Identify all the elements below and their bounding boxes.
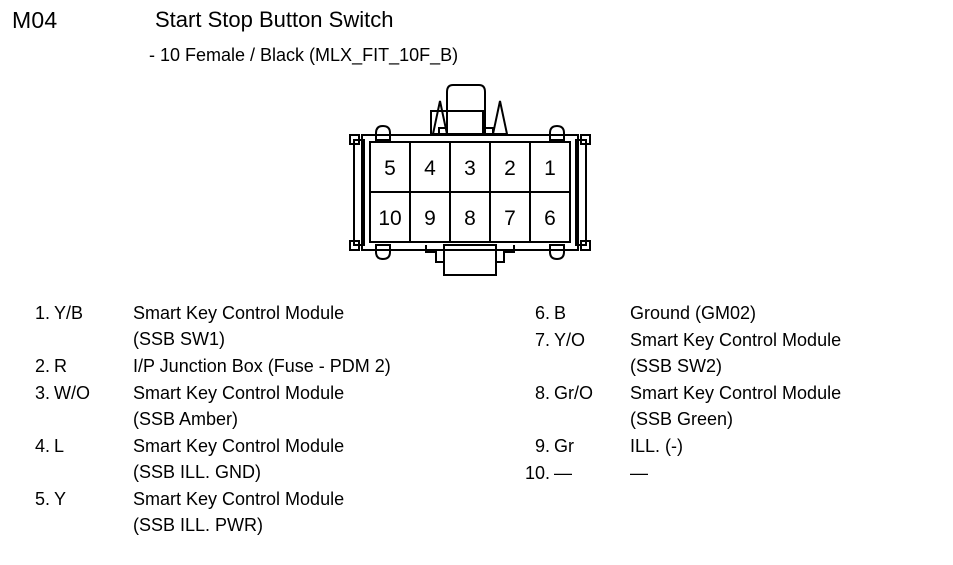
pin-description-cont: (SSB SW2) xyxy=(630,356,723,376)
pin-wire-color: Y/B xyxy=(54,303,84,323)
key-triangle-right xyxy=(491,100,509,135)
pin-description: Smart Key Control Module xyxy=(133,489,345,509)
pin-wire-color: Gr xyxy=(554,436,574,456)
bottom-shoulder-right xyxy=(495,245,515,263)
pin-wire-color: W/O xyxy=(54,383,90,403)
pin-number: 6. xyxy=(534,303,550,323)
corner-block-top-left xyxy=(349,134,360,145)
connector-code: M04 xyxy=(12,7,58,33)
connector-subtitle: - 10 Female / Black (MLX_FIT_10F_B) xyxy=(149,45,459,65)
pin-cavity-7: 7 xyxy=(504,207,516,230)
pin-row: 5. Y Smart Key Control Module (SSB ILL. … xyxy=(20,486,490,538)
bottom-centre-tab xyxy=(443,244,497,276)
pin-row: 2. R I/P Junction Box (Fuse - PDM 2) xyxy=(20,353,490,379)
pin-number: 7. xyxy=(534,330,550,350)
pin-row: 4. L Smart Key Control Module (SSB ILL. … xyxy=(20,433,490,485)
latch-foot-right xyxy=(485,127,494,135)
pin-wire-color: B xyxy=(554,303,567,323)
pin-row: 1. Y/B Smart Key Control Module (SSB SW1… xyxy=(20,300,490,352)
pin-description: Smart Key Control Module xyxy=(630,383,842,403)
pin-description-cont: (SSB ILL. PWR) xyxy=(133,515,264,535)
pin-description-cont: (SSB SW1) xyxy=(133,329,226,349)
pin-cavity-1: 1 xyxy=(544,157,556,180)
corner-block-bottom-left xyxy=(349,240,360,251)
pin-cavity-9: 9 xyxy=(424,207,436,230)
pin-wire-color: Y/O xyxy=(554,330,586,350)
connector-svg: 5 4 3 2 1 10 9 8 7 6 xyxy=(349,84,591,276)
pin-row: 10. — — xyxy=(520,460,940,486)
pin-wire-color: R xyxy=(54,356,67,376)
pinout-column-right: 6. B Ground (GM02) 7. Y/O Smart Key Cont… xyxy=(520,300,940,487)
pin-wire-color: — xyxy=(554,463,572,483)
corner-block-bottom-right xyxy=(580,240,591,251)
bottom-bump-left xyxy=(375,244,391,261)
pin-number-row-top: 5 4 3 2 1 xyxy=(384,157,556,180)
pin-row: 7. Y/O Smart Key Control Module (SSB SW2… xyxy=(520,327,940,379)
pin-number: 5. xyxy=(34,489,50,509)
pinout-column-left: 1. Y/B Smart Key Control Module (SSB SW1… xyxy=(20,300,490,539)
latch-outer-shell xyxy=(446,84,486,135)
pin-number: 4. xyxy=(34,436,50,456)
pin-cavity-10: 10 xyxy=(378,207,401,230)
pinout-table: 1. Y/B Smart Key Control Module (SSB SW1… xyxy=(0,300,953,565)
pin-number-row-bottom: 10 9 8 7 6 xyxy=(378,207,556,230)
pin-cavity-3: 3 xyxy=(464,157,476,180)
pin-number: 10. xyxy=(524,463,550,483)
pin-description: Smart Key Control Module xyxy=(133,436,345,456)
pin-description-cont: (SSB ILL. GND) xyxy=(133,462,262,482)
pin-description: ILL. (-) xyxy=(630,436,684,456)
pin-row: 6. B Ground (GM02) xyxy=(520,300,940,326)
top-bump-right xyxy=(549,124,565,141)
pin-description-cont: (SSB Green) xyxy=(630,409,734,429)
pin-description: I/P Junction Box (Fuse - PDM 2) xyxy=(133,356,391,376)
connector-housing xyxy=(361,134,579,251)
top-bump-left xyxy=(375,124,391,141)
pin-cavity-4: 4 xyxy=(424,157,436,180)
pin-row: 9. Gr ILL. (-) xyxy=(520,433,940,459)
pin-description: Smart Key Control Module xyxy=(630,330,842,350)
pin-description: Ground (GM02) xyxy=(630,303,757,323)
pin-row: 3. W/O Smart Key Control Module (SSB Amb… xyxy=(20,380,490,432)
pin-cavity-5: 5 xyxy=(384,157,396,180)
pin-description: — xyxy=(630,463,648,483)
pin-wire-color: L xyxy=(54,436,65,456)
pin-row: 8. Gr/O Smart Key Control Module (SSB Gr… xyxy=(520,380,940,432)
page-title: Start Stop Button Switch xyxy=(155,7,394,32)
bottom-shoulder-left xyxy=(425,245,445,263)
pin-cavity-6: 6 xyxy=(544,207,556,230)
pin-wire-color: Y xyxy=(54,489,67,509)
pin-cavity-8: 8 xyxy=(464,207,476,230)
pin-number: 8. xyxy=(534,383,550,403)
pin-description-cont: (SSB Amber) xyxy=(133,409,239,429)
pin-number: 1. xyxy=(34,303,50,323)
pin-wire-color: Gr/O xyxy=(554,383,593,403)
pin-number: 3. xyxy=(34,383,50,403)
pin-description: Smart Key Control Module xyxy=(133,303,345,323)
pin-number: 9. xyxy=(534,436,550,456)
connector-diagram: 5 4 3 2 1 10 9 8 7 6 xyxy=(340,84,640,279)
pin-number: 2. xyxy=(34,356,50,376)
bottom-bump-right xyxy=(549,244,565,261)
corner-block-top-right xyxy=(580,134,591,145)
pin-cavity-2: 2 xyxy=(504,157,516,180)
header: M04 Start Stop Button Switch - 10 Female… xyxy=(0,0,953,80)
pin-description: Smart Key Control Module xyxy=(133,383,345,403)
